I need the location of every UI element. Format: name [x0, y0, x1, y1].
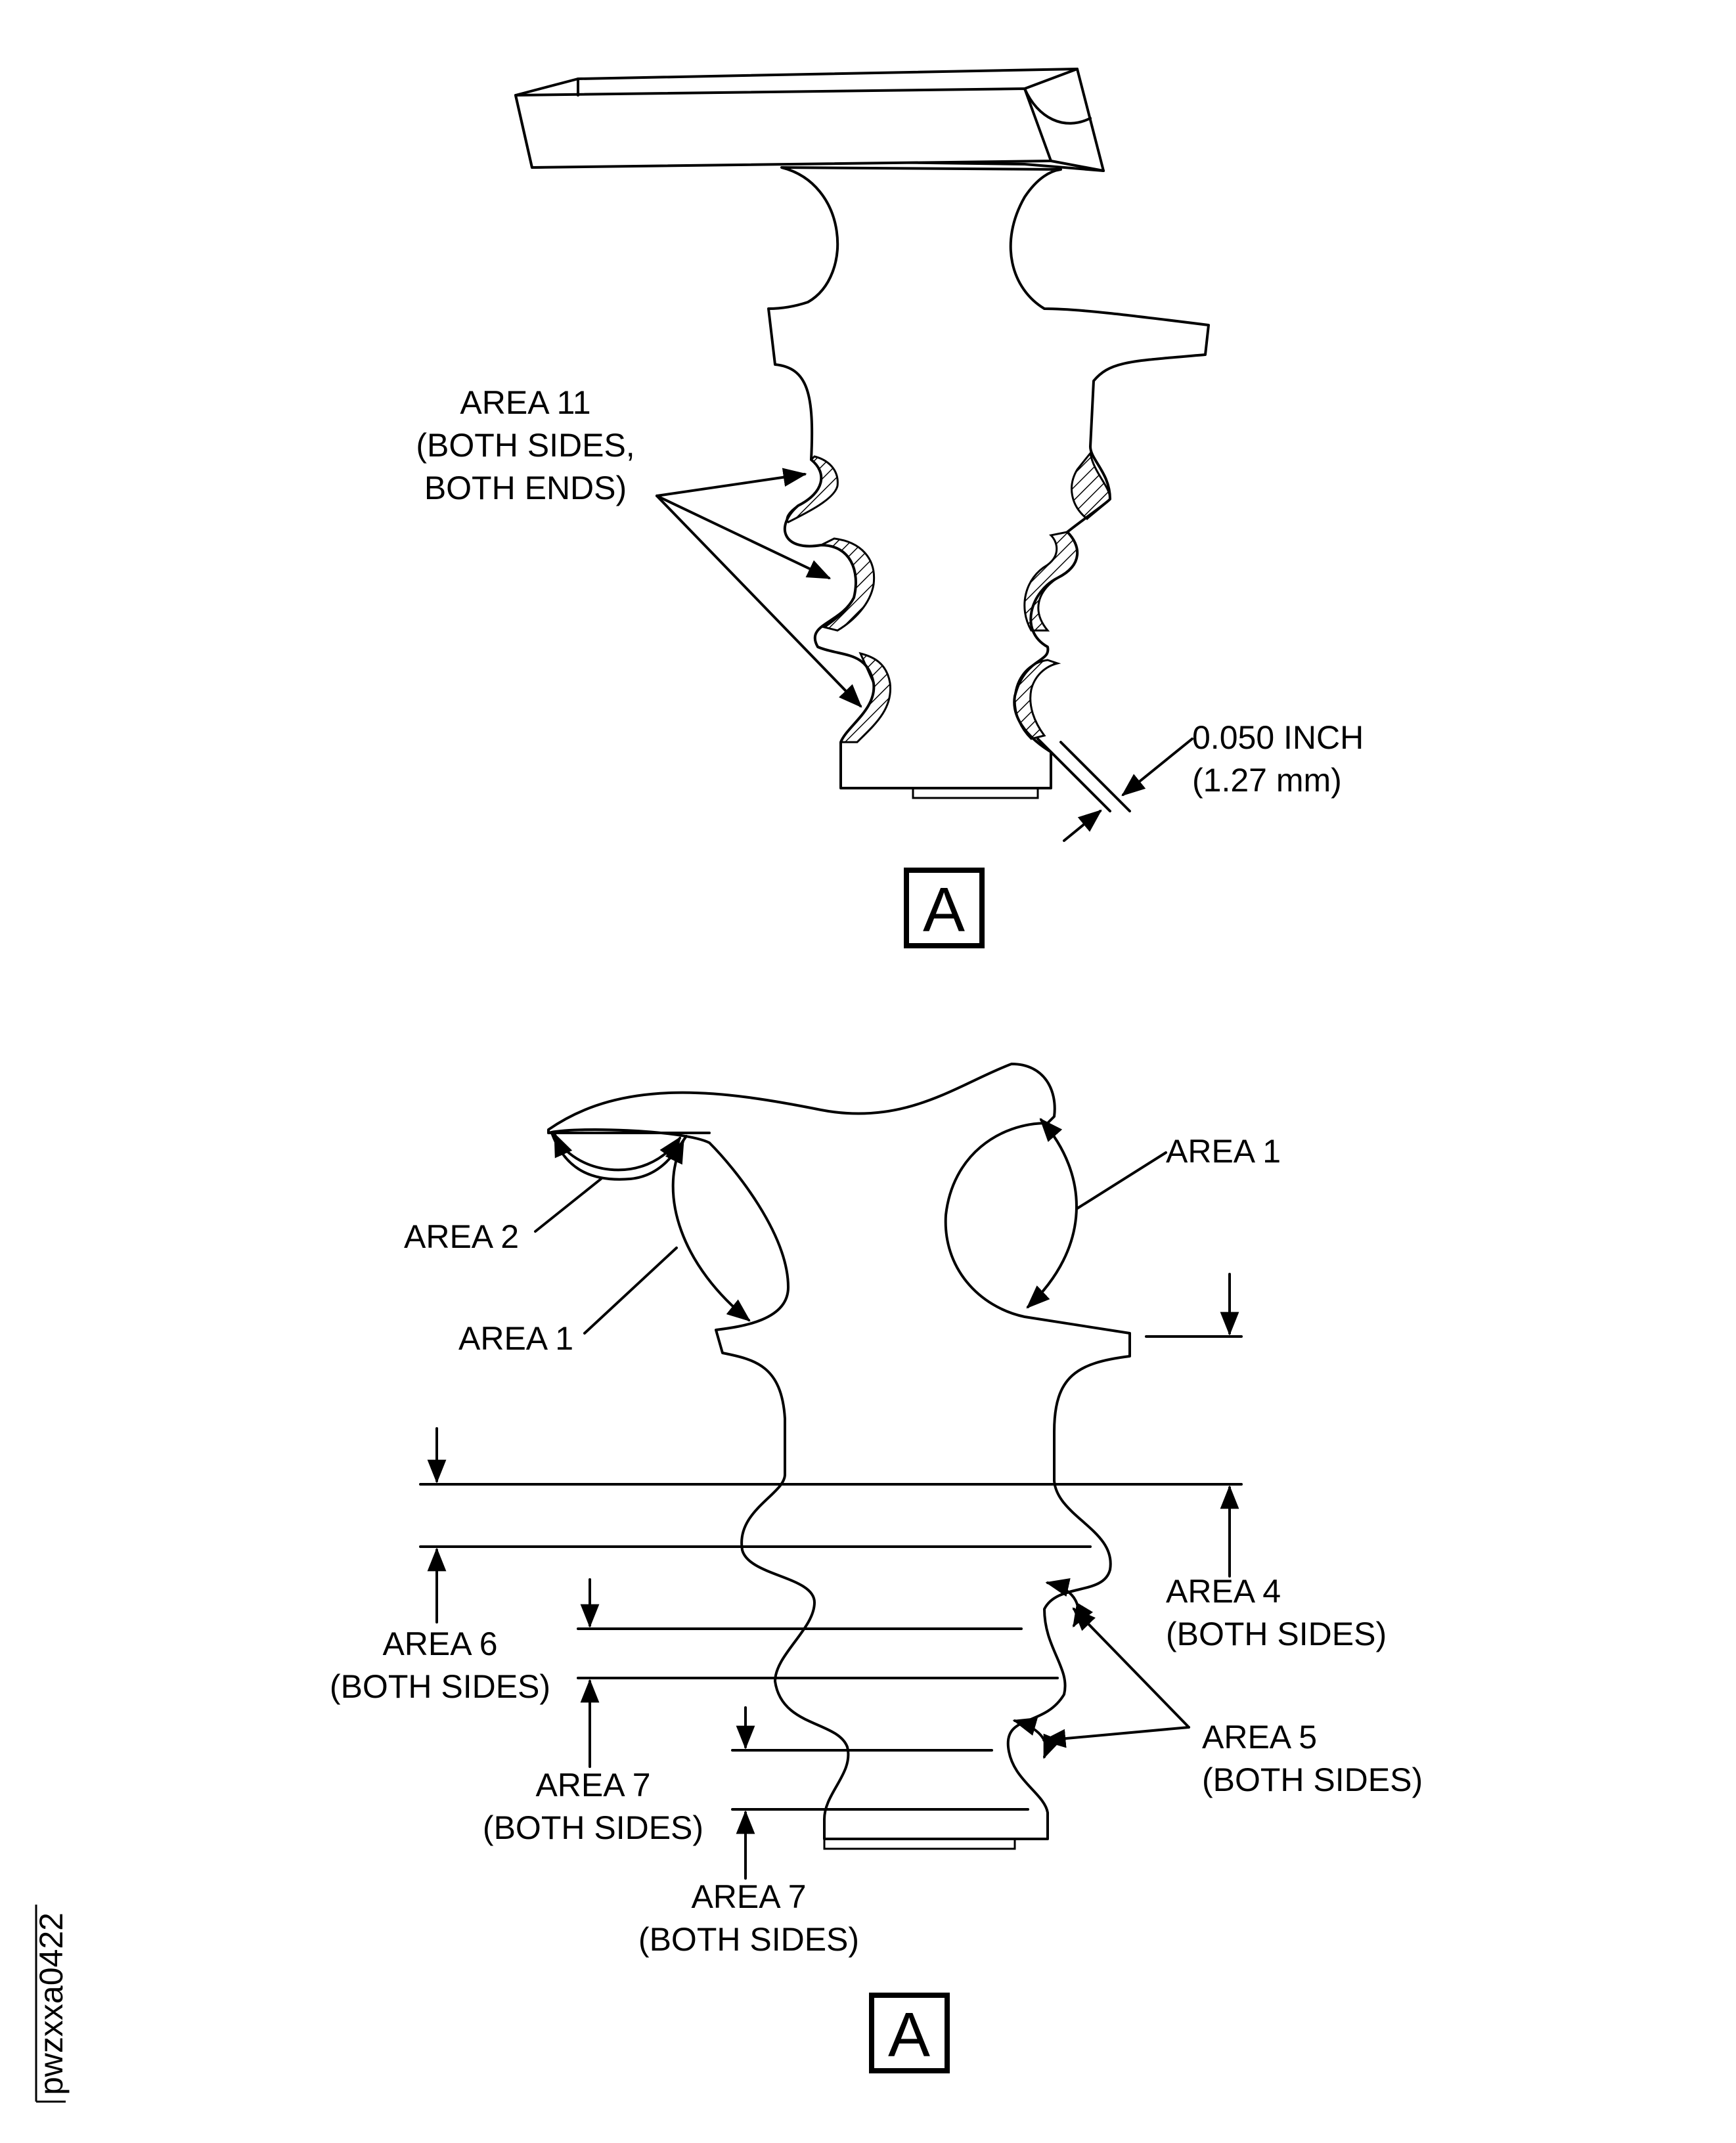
area11-label-line1: AREA 11 [460, 384, 590, 421]
view-letter-bottom: A [888, 2000, 930, 2070]
figure-code: pwzxxa0422 [33, 1905, 70, 2103]
dimension-label-line1: 0.050 INCH [1192, 719, 1364, 756]
view-letter-top: A [923, 875, 965, 945]
dim-line-2 [1059, 741, 1131, 812]
area1-right-label: AREA 1 [1166, 1133, 1281, 1170]
bottom-root-base-pad [823, 1839, 1016, 1850]
area1-left-leader [583, 1247, 678, 1335]
area6-label-line2: (BOTH SIDES) [330, 1668, 550, 1705]
area5-arc-lower [1012, 1717, 1061, 1759]
dim-arrow-upper [1121, 738, 1193, 797]
dim-arrow-lower [1063, 809, 1102, 842]
area1-left-arc [665, 1139, 751, 1322]
bottom-view: AREA 1 AREA 2 AREA 1 AREA 4 (BOTH SIDES)… [330, 1063, 1423, 2073]
area2-leader [534, 1178, 602, 1233]
area4-label-line1: AREA 4 [1166, 1573, 1281, 1610]
area11-label-line2: (BOTH SIDES, [416, 427, 634, 464]
bottom-root-body [547, 1063, 1131, 1840]
area2-label: AREA 2 [404, 1218, 519, 1255]
view-letter-box-top [904, 868, 985, 948]
area1-left-label: AREA 1 [458, 1320, 573, 1357]
hatch-area11-right-3 [1013, 659, 1061, 740]
hatch-area11-right-2 [1023, 531, 1079, 632]
area11-leader-2 [656, 495, 832, 579]
area6-label-line1: AREA 6 [382, 1625, 497, 1662]
area4-label-line2: (BOTH SIDES) [1166, 1616, 1387, 1652]
area5-leader-upper [1072, 1607, 1190, 1729]
hatch-area11-left-1 [786, 455, 839, 523]
area5-leader-lower [1042, 1726, 1190, 1748]
area2-arc [554, 1132, 682, 1172]
hatch-area11-left-2 [820, 537, 876, 632]
dim-line-1 [1036, 738, 1111, 812]
area7-upper-label-line1: AREA 7 [535, 1767, 650, 1803]
area7-lower-label-line1: AREA 7 [691, 1878, 806, 1915]
area1-right-leader [1076, 1151, 1167, 1210]
area5-label-line2: (BOTH SIDES) [1202, 1761, 1423, 1798]
top-platform [514, 68, 1105, 172]
area7-upper-label-line2: (BOTH SIDES) [483, 1809, 703, 1846]
figure-code-text: pwzxxa0422 [33, 1912, 70, 2095]
area11-leader-3 [656, 495, 862, 708]
hatch-area11-right-1 [1071, 451, 1111, 521]
area1-right-arc [1026, 1118, 1078, 1309]
top-root-base-pad [912, 788, 1039, 799]
hatch-area11-left-3 [839, 652, 892, 743]
dimension-label-line2: (1.27 mm) [1192, 762, 1342, 799]
top-view: AREA 11 (BOTH SIDES, BOTH ENDS) 0.050 IN… [416, 68, 1364, 948]
area11-leader-1 [656, 468, 807, 497]
area11-label-line3: BOTH ENDS) [424, 470, 627, 506]
area5-label-line1: AREA 5 [1202, 1719, 1317, 1756]
area7-lower-label-line2: (BOTH SIDES) [638, 1921, 859, 1958]
view-letter-box-bottom [869, 1993, 950, 2073]
